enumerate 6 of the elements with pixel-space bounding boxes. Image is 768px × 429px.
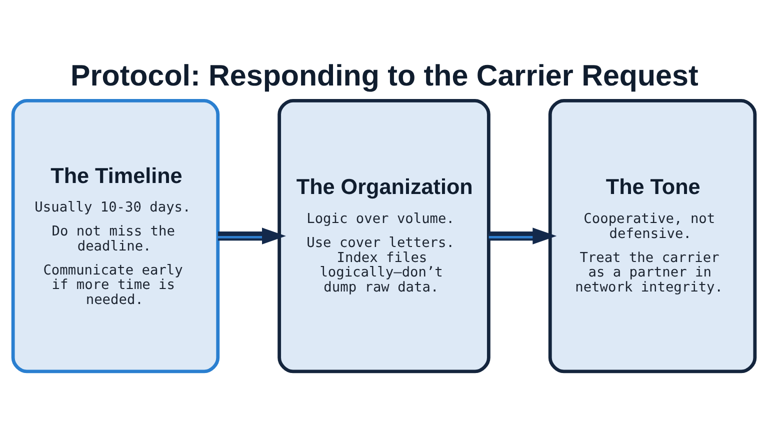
arrow xyxy=(218,227,286,244)
node-box: The Organization Logic over volume. Use cover letters. Index files logically—don’t dump raw data. xyxy=(278,98,490,373)
diagram-title: Protocol: Responding to the Carrier Request xyxy=(70,59,698,92)
arrow xyxy=(488,227,557,244)
node-box: The Timeline Usually 10-30 days. Do not miss the deadline. Communicate early if more time is needed. xyxy=(11,98,220,373)
node-box: The Tone Cooperative, not defensive. Treat the carrier as a partner in network integrity. xyxy=(548,98,757,373)
